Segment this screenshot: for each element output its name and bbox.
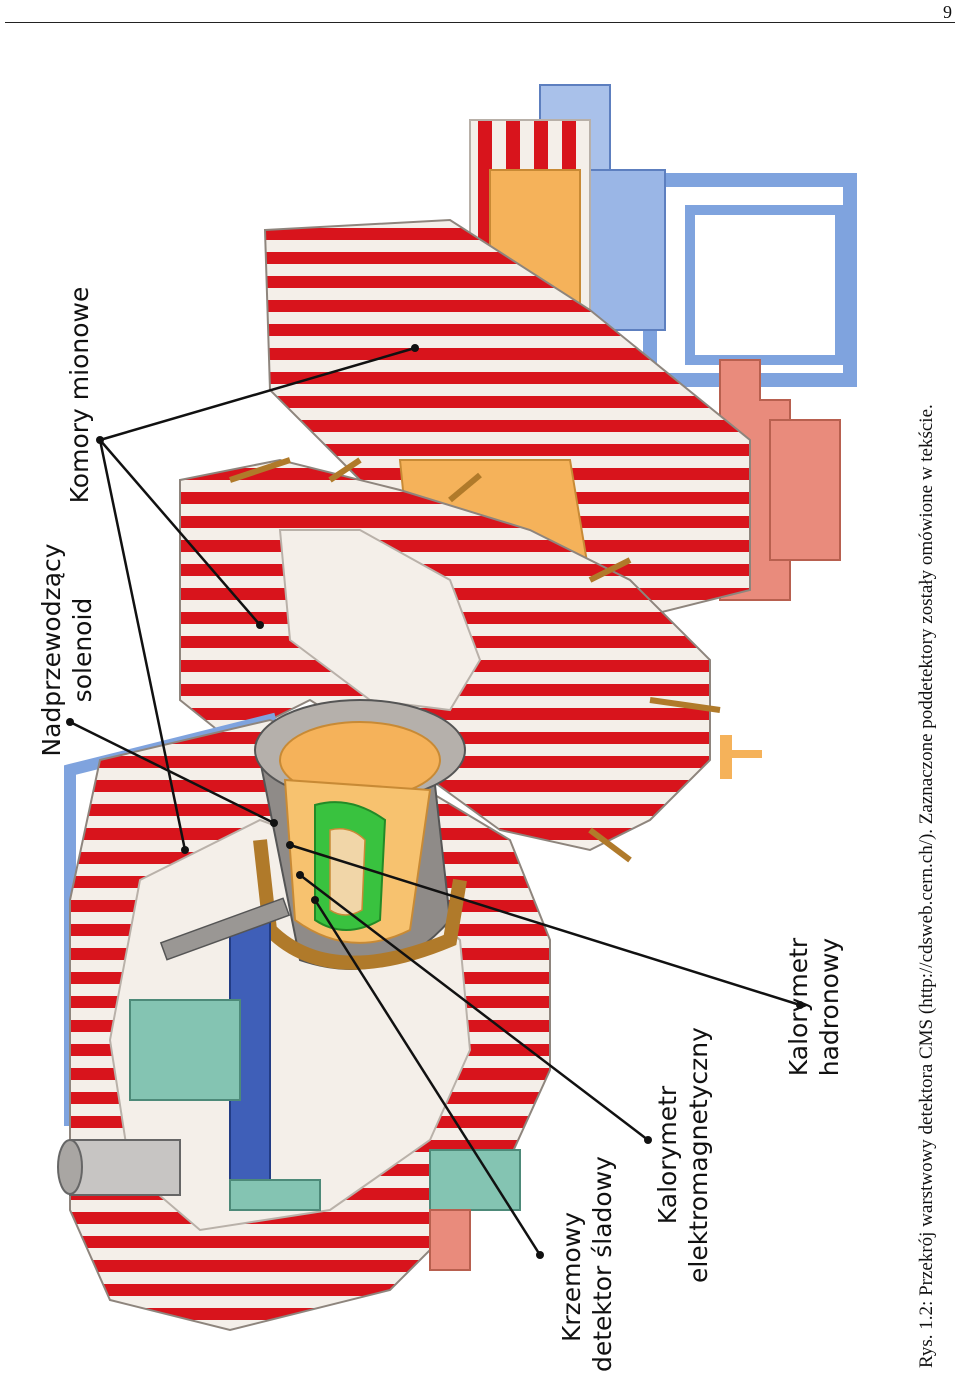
leader-tracker	[313, 899, 542, 1256]
label-tracker-line-1: Krzemowy	[557, 1211, 586, 1343]
leader-muon-2	[99, 439, 261, 626]
cms-detector-illustration	[57, 84, 857, 1332]
label-solenoid: Nadprzewodzący solenoid	[36, 530, 98, 770]
leader-ecal	[299, 874, 649, 1141]
page-number: 9	[943, 2, 952, 22]
leader-muon-3	[98, 439, 187, 851]
label-solenoid-line-2: solenoid	[68, 597, 97, 703]
leader-solenoid	[69, 720, 275, 825]
leader-dots	[66, 344, 804, 1259]
cms-figure	[30, 60, 910, 1370]
leader-muon-1	[99, 346, 416, 442]
solenoid-cylinder	[253, 699, 467, 970]
central-barrel	[57, 699, 551, 1332]
label-ecal: Kalorymetr elektromagnetyczny	[652, 1015, 714, 1295]
label-hcal: Kalorymetr hadronowy	[783, 932, 845, 1082]
label-hcal-line-2: hadronowy	[815, 937, 844, 1077]
figure-caption: Rys. 1.2: Przekrój warstwowy detektora C…	[916, 404, 937, 1368]
label-muon-line-1: Komory mionowe	[65, 286, 94, 504]
label-solenoid-line-1: Nadprzewodzący	[37, 543, 66, 757]
person-figure	[720, 735, 762, 779]
label-tracker: Krzemowy detektor śladowy	[556, 1156, 618, 1372]
label-tracker-line-2: detektor śladowy	[588, 1156, 617, 1372]
leader-hcal	[289, 843, 801, 1007]
leader-lines	[69, 346, 801, 1256]
barrel-wheel	[179, 457, 721, 863]
beam-pipe-cylinder	[57, 1139, 181, 1196]
label-hcal-line-1: Kalorymetr	[784, 937, 813, 1077]
label-ecal-line-2: elektromagnetyczny	[684, 1027, 713, 1283]
header-rule	[5, 22, 955, 23]
label-ecal-line-1: Kalorymetr	[653, 1085, 682, 1225]
label-muon-chambers: Komory mionowe	[64, 285, 95, 505]
